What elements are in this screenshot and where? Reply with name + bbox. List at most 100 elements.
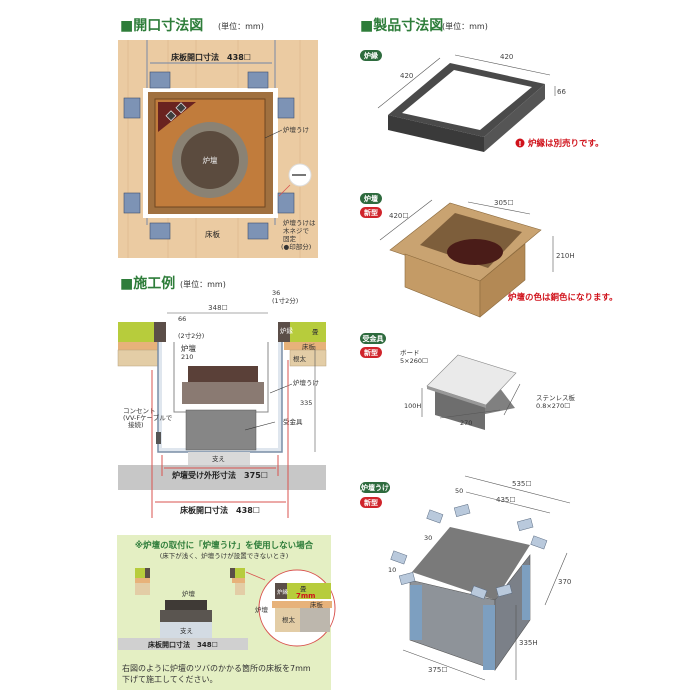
dim-348: 348☐ [208,304,228,312]
receiver-dim-435: 435☐ [496,496,516,504]
furnace-note: 炉壇の色は銅色になります。 [508,292,618,303]
leader-line [244,421,276,431]
screw-note-line: 固定 [283,234,297,243]
detail-base [300,608,330,632]
bracket-body [185,409,257,451]
furnace-top [188,366,258,382]
receiver-dim-50: 50 [455,487,463,495]
support-block [160,622,212,638]
floor-board-left [135,578,150,583]
frame-left [145,568,150,578]
joist-left [117,349,159,367]
product-title: ■製品寸法図 [360,17,443,34]
tatami-label: 畳 [312,328,319,336]
badge-new-label: 新型 [364,208,378,217]
tatami-right [290,322,326,342]
screw-note-line: (●印部分) [281,242,311,251]
badge-receiver [360,482,390,493]
ground-slab [118,638,248,650]
construction-title: ■施工例 [120,275,175,292]
receiver-dim-335: 335H [519,639,538,647]
tab-icon [530,535,548,550]
opening-section: ■開口寸法図 (単位：mm) 床板開口寸法 438☐ 炉壇 [118,17,318,258]
badge-new-label: 新型 [364,348,378,357]
badge-bracket [360,333,386,344]
dim-line [377,57,441,109]
receiver-tabs [390,504,548,600]
dim-36-sub: (1寸2分) [272,296,298,305]
detail-7mm: 7mm [296,592,315,600]
construction-section: ■施工例 (単位：mm) 36 (1寸2分) 348☐ 炉縁 畳 床板 根太 支… [117,275,327,518]
joist-right [289,349,327,367]
furnace-top [165,600,207,610]
floor-label: 床板 [302,342,316,351]
detail-furnace-label: 炉壇 [255,605,269,614]
warning-icon-glyph: ! [518,140,521,148]
board-dim: 5×260☐ [400,357,428,365]
detail-frame [275,583,287,599]
support-label: 支え [180,626,193,635]
no-receiver-note: 下げて施工してください。 [122,674,218,684]
bracket-icon [149,71,171,89]
receiver-dim-370: 370 [558,578,571,586]
construction-unit: (単位：mm) [180,279,226,289]
detail-floor-label: 床板 [310,600,324,609]
badge-new [360,497,382,508]
no-receiver-note: 右図のように炉壇のツバのかかる箇所の床板を7mm [122,663,311,673]
frame-note: 炉縁は別売りです。 [528,138,604,149]
outlet-label: 接続) [128,420,144,429]
furnace-label: 炉壇 [203,155,218,165]
receiver-dim-535: 535☐ [512,480,532,488]
frame-side [484,84,545,152]
bracket-board [426,354,517,406]
furnace-pot [447,239,503,265]
outlet-icon [156,432,161,444]
badge-frame [360,50,382,61]
bracket-icon [277,97,295,119]
tatami-left [118,322,154,342]
receiver-label: 炉壇うけ [293,378,319,387]
dim-line [379,199,433,241]
dim-335: 335 [300,399,312,407]
vent-icon [175,102,187,114]
bracket-board-edge [427,386,486,408]
screw-note-line: 木ネジで [283,226,310,235]
floor-label: 床板 [205,229,220,239]
frame-front [388,115,484,152]
bracket-icon [123,97,141,119]
frame-opening [402,70,532,130]
frame-label: 炉縁 [280,326,294,335]
dim-line [465,491,551,514]
joist-right [235,583,245,595]
tab-icon [398,572,416,585]
badge-new [360,347,382,358]
badge-receiver-label: 炉壇うけ [361,483,389,492]
ground-slab [118,465,326,490]
badge-new [360,207,382,218]
tab-icon [470,585,488,600]
dim-line [464,475,571,504]
support-block [188,452,250,465]
product-section: ■製品寸法図 (単位：mm) 炉縁 420 420 66 ! 炉縁は別売りです。… [360,17,618,681]
receiver-outer-dim: 炉壇受け外形寸法 375☐ [172,470,268,480]
tab-icon [495,584,513,597]
badge-bracket-label: 受金具 [363,334,384,343]
dim-210: 210 [181,353,193,361]
product-unit: (単位：mm) [442,21,488,31]
receiver-corner-post [483,605,495,670]
floor-board-right [232,578,245,583]
outlet-label: コンセント [123,407,156,415]
furnace-body [182,382,264,404]
furnace-dim-outer: 420☐ [389,212,409,220]
frame-dim-d: 420 [400,72,413,80]
dim-line [402,649,486,681]
joist-label: 根太 [293,354,307,363]
badge-frame-label: 炉縁 [364,51,378,60]
frame-right [230,568,235,578]
floor-board-left [118,342,158,350]
detail-connector [245,571,266,581]
mount-brackets [123,71,295,240]
no-receiver-title: ※炉壇の取付に「炉壇うけ」を使用しない場合 [135,540,314,551]
warning-icon [515,138,525,148]
